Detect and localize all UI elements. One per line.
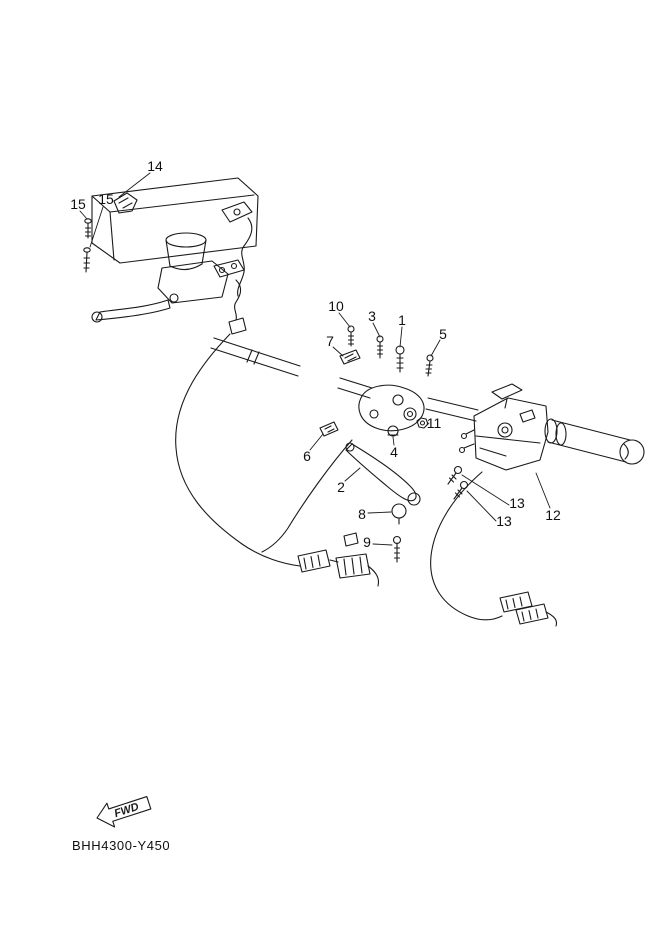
bracket-7 (339, 349, 361, 365)
throttle-grip (544, 418, 645, 465)
leader-lines (79, 172, 551, 546)
diagram-code: BHH4300-Y450 (72, 838, 171, 853)
wire-harness-right (430, 471, 558, 627)
screws-15 (83, 218, 92, 273)
screw-10 (347, 325, 355, 347)
fwd-arrow: FWD (96, 796, 152, 828)
screw-3 (376, 335, 384, 359)
collar-4 (387, 425, 399, 437)
master-cylinder-assembly (91, 201, 253, 335)
switch-housing-12 (458, 383, 549, 471)
bolt-1 (395, 345, 405, 373)
adjuster-6 (319, 421, 339, 437)
panel-14 (91, 177, 259, 264)
clutch-lever-2 (345, 442, 421, 506)
handlebar (210, 337, 479, 422)
lever-perch-bracket (358, 384, 425, 432)
screw-9 (392, 535, 402, 563)
cap-8 (391, 503, 407, 525)
screws-13 (447, 465, 469, 500)
screw-5 (425, 354, 434, 377)
nut-11 (416, 417, 429, 429)
wire-harness-left (175, 333, 380, 587)
